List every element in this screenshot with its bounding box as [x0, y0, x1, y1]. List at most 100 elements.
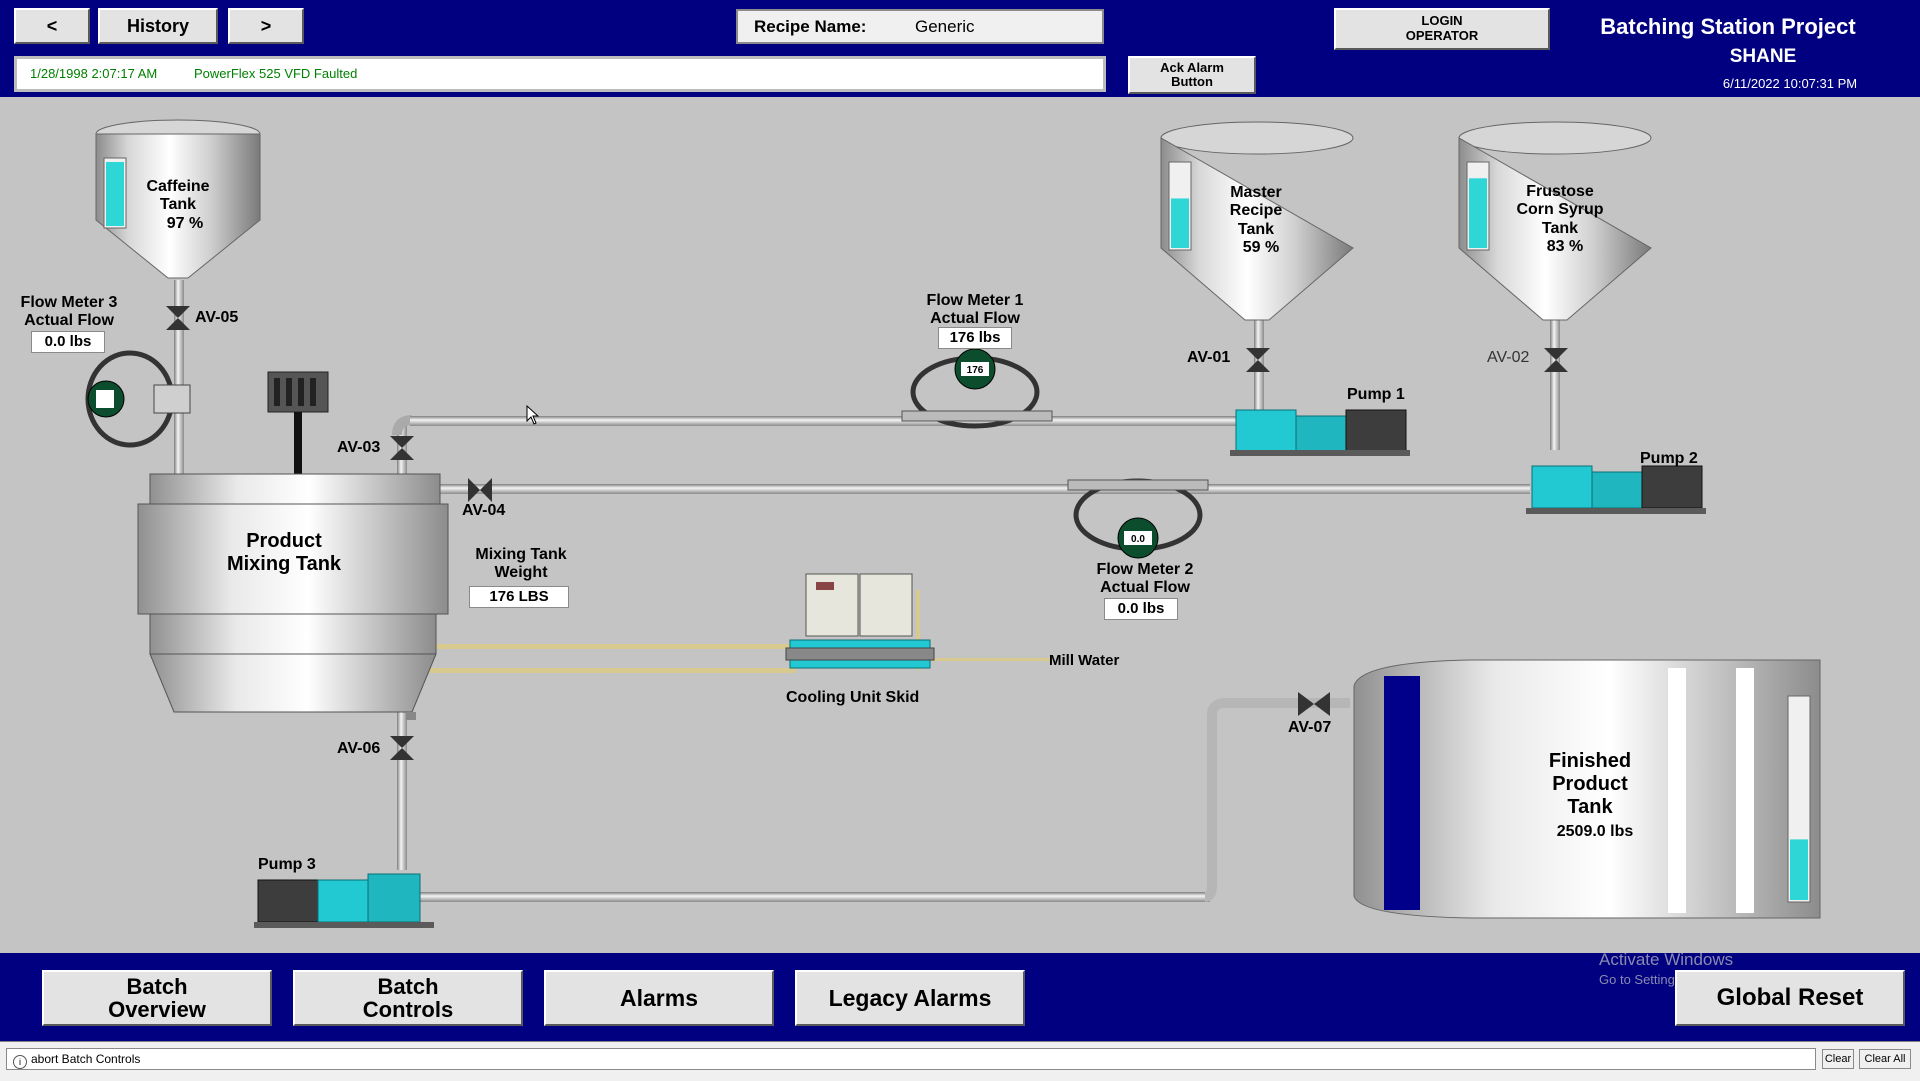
- info-icon: i: [13, 1055, 27, 1069]
- valve-av04[interactable]: [468, 478, 492, 502]
- frustose-level-text: 83 %: [1546, 238, 1584, 256]
- process-diagram: 176 0.0: [85, 119, 1821, 928]
- finished-name-2: Product: [1552, 773, 1628, 795]
- alarm-banner[interactable]: 1/28/1998 2:07:17 AM PowerFlex 525 VFD F…: [14, 56, 1106, 92]
- flow-meter-1-label: Flow Meter 1 Actual Flow: [910, 292, 1040, 329]
- status-message: abort Batch Controls: [31, 1052, 141, 1066]
- back-button[interactable]: <: [14, 8, 90, 44]
- login-operator-button[interactable]: LOGIN OPERATOR: [1334, 8, 1550, 50]
- valve-av02[interactable]: [1544, 348, 1568, 372]
- master-name-2: Recipe: [1229, 202, 1283, 220]
- caffeine-name-1: Caffeine: [146, 178, 210, 195]
- valve-av05[interactable]: [166, 306, 190, 330]
- global-reset-button[interactable]: Global Reset: [1675, 970, 1905, 1026]
- finished-name-1: Finished: [1548, 750, 1632, 772]
- frustose-level-fill: [1469, 178, 1487, 248]
- fm3-line2: Actual Flow: [24, 312, 114, 330]
- pump-3-label: Pump 3: [258, 856, 316, 873]
- fm2-line1: Flow Meter 2: [1096, 561, 1194, 578]
- weight-line1: Mixing Tank: [475, 546, 567, 563]
- flow-meter-1-display: 176: [967, 365, 984, 376]
- fm2-line2: Actual Flow: [1100, 579, 1190, 597]
- login-label: LOGIN: [1421, 13, 1463, 29]
- batch-overview-button[interactable]: Batch Overview: [42, 970, 272, 1026]
- history-label: History: [126, 15, 189, 36]
- pump-2-label: Pump 2: [1640, 450, 1698, 467]
- recipe-name-value: Generic: [915, 17, 975, 36]
- mixing-tank-label: Product Mixing Tank: [204, 530, 364, 576]
- flow-meter-2-value: 0.0 lbs: [1104, 598, 1178, 620]
- flow-meter-2[interactable]: 0.0: [1067, 478, 1209, 559]
- recipe-name-label: Recipe Name:: [754, 17, 867, 36]
- pump-2[interactable]: [1526, 465, 1706, 514]
- master-level-fill: [1171, 198, 1189, 248]
- mixer-motor[interactable]: [267, 371, 329, 474]
- frustose-name-2: Corn Syrup: [1516, 201, 1604, 219]
- valve-av03[interactable]: [390, 436, 414, 460]
- av03-label: AV-03: [337, 439, 381, 456]
- flow-meter-1-value: 176 lbs: [938, 327, 1012, 349]
- batch-controls-button[interactable]: Batch Controls: [293, 970, 523, 1026]
- master-recipe-tank[interactable]: [1160, 121, 1354, 321]
- frustose-name-1: Frustose: [1526, 183, 1594, 200]
- cooling-unit-skid[interactable]: [785, 573, 935, 669]
- project-title: Batching Station Project: [1600, 14, 1856, 39]
- master-name-3: Tank: [1237, 220, 1275, 238]
- back-label: <: [46, 15, 58, 36]
- pump-3[interactable]: [254, 873, 434, 928]
- operator-label: OPERATOR: [1405, 28, 1479, 43]
- legacy-alarms-button[interactable]: Legacy Alarms: [795, 970, 1025, 1026]
- valve-av06[interactable]: [390, 736, 414, 760]
- av02-label: AV-02: [1487, 349, 1530, 366]
- pump-1[interactable]: [1230, 409, 1410, 456]
- mill-water-label: Mill Water: [1049, 652, 1120, 669]
- cooling-unit-label: Cooling Unit Skid: [786, 689, 920, 706]
- batch-controls-line2: Controls: [362, 997, 454, 1022]
- caffeine-level-text: 97 %: [166, 214, 204, 232]
- frustose-tank-label: Frustose Corn Syrup Tank 83 %: [1498, 183, 1622, 257]
- caffeine-tank[interactable]: [95, 119, 261, 279]
- mixing-weight-value: 176 LBS: [469, 586, 569, 608]
- forward-button[interactable]: >: [228, 8, 304, 44]
- av04-label: AV-04: [462, 502, 506, 519]
- alarms-label: Alarms: [620, 984, 698, 1011]
- alarms-button[interactable]: Alarms: [544, 970, 774, 1026]
- flow-meter-2-display: 0.0: [1131, 534, 1145, 545]
- batch-overview-line1: Batch: [126, 973, 188, 999]
- caffeine-level-fill: [106, 161, 124, 226]
- flow-meter-3-label: Flow Meter 3 Actual Flow: [4, 294, 134, 331]
- master-level-text: 59 %: [1242, 239, 1280, 257]
- user-name: SHANE: [1729, 46, 1797, 67]
- flow-meter-3[interactable]: [85, 350, 191, 448]
- legacy-alarms-label: Legacy Alarms: [828, 984, 992, 1011]
- recipe-name-box: Recipe Name: Generic: [736, 9, 1104, 44]
- ack-alarm-label: Ack Alarm Button: [1160, 59, 1224, 89]
- activate-windows-title: Activate Windows: [1599, 950, 1734, 969]
- flow-meter-3-value: 0.0 lbs: [31, 331, 105, 353]
- caffeine-tank-label: Caffeine Tank 97 %: [118, 178, 238, 233]
- global-reset-label: Global Reset: [1716, 984, 1864, 1012]
- product-mixing-tank[interactable]: [137, 473, 449, 720]
- mouse-cursor: [526, 405, 540, 425]
- clear-button[interactable]: Clear: [1822, 1049, 1854, 1069]
- status-message-field[interactable]: i abort Batch Controls: [6, 1048, 1816, 1070]
- av06-label: AV-06: [337, 740, 381, 757]
- flow-meter-2-label: Flow Meter 2 Actual Flow: [1080, 561, 1210, 598]
- finished-product-tank[interactable]: [1353, 659, 1821, 919]
- mixing-weight-label: Mixing Tank Weight: [456, 546, 586, 583]
- caffeine-name-2: Tank: [159, 196, 197, 214]
- valve-av01[interactable]: [1246, 348, 1270, 372]
- mixing-name-2: Mixing Tank: [226, 553, 342, 575]
- flow-meter-1[interactable]: 176: [901, 348, 1053, 429]
- ack-alarm-button[interactable]: Ack Alarm Button: [1128, 56, 1256, 94]
- history-button[interactable]: History: [98, 8, 218, 44]
- batch-overview-line2: Overview: [108, 997, 206, 1022]
- frustose-name-3: Tank: [1541, 219, 1579, 237]
- master-recipe-tank-label: Master Recipe Tank 59 %: [1196, 184, 1316, 258]
- weight-line2: Weight: [494, 564, 548, 582]
- datetime-display: 6/11/2022 10:07:31 PM: [1722, 76, 1858, 91]
- alarm-message: PowerFlex 525 VFD Faulted: [194, 66, 358, 81]
- clear-all-button[interactable]: Clear All: [1859, 1049, 1911, 1069]
- valve-av07[interactable]: [1298, 692, 1330, 716]
- frustose-tank[interactable]: [1458, 121, 1652, 321]
